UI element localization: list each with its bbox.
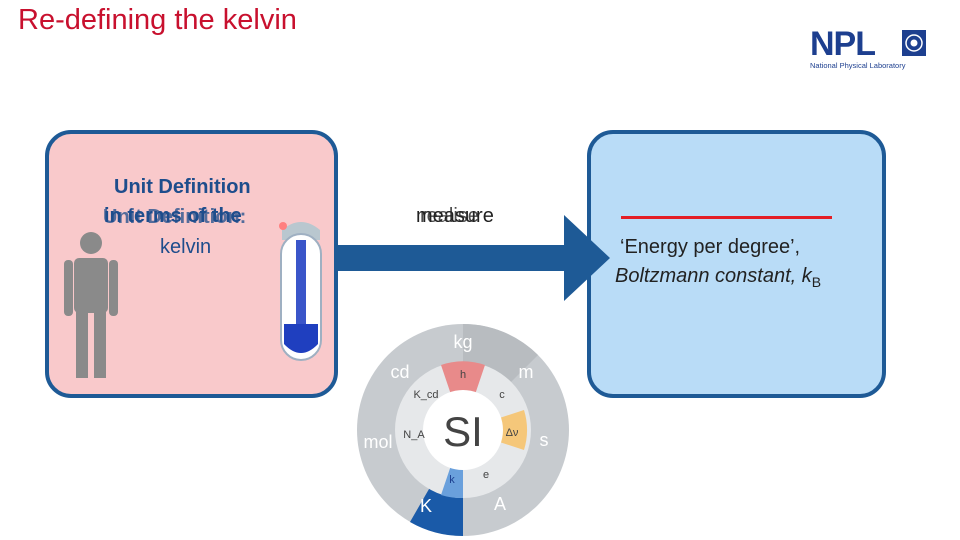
si-const-kcd: K_cd: [413, 389, 438, 401]
arrow-icon: [336, 215, 610, 301]
boltzmann-constant-text: Boltzmann constant, kB: [615, 265, 821, 290]
realise-label: realise: [420, 205, 479, 227]
si-a: A: [494, 494, 506, 514]
person-icon: [64, 232, 118, 378]
si-k-unit: K: [420, 496, 432, 516]
si-units-wheel: SI kg m s A K mol cd h c Δν e k N_A K_cd: [357, 323, 569, 537]
si-const-k: k: [449, 474, 455, 486]
si-kg: kg: [453, 332, 472, 352]
npl-logo: NPL National Physical Laboratory: [810, 25, 926, 70]
si-cd: cd: [390, 362, 409, 382]
si-const-dv: Δν: [506, 427, 519, 439]
red-divider: [621, 216, 832, 219]
si-const-c: c: [499, 389, 505, 401]
boltzmann-subscript: B: [811, 274, 822, 290]
definition-overlay: Unit Definition:: [103, 206, 247, 228]
si-const-na: N_A: [403, 429, 425, 441]
thermometer-icon: [279, 222, 322, 361]
boltzmann-text: Boltzmann constant, k: [615, 265, 812, 287]
kelvin-label: kelvin: [160, 236, 212, 258]
page-title: Re-defining the kelvin: [18, 4, 297, 36]
measure-label: measure: [416, 205, 494, 227]
si-mol: mol: [363, 432, 392, 452]
si-m: m: [519, 362, 534, 382]
logo-text: NPL: [810, 25, 875, 63]
definition-subtitle: in terms of the: [104, 205, 242, 227]
si-const-e: e: [483, 469, 489, 481]
logo-subtitle: National Physical Laboratory: [810, 61, 906, 70]
si-center-label: SI: [443, 408, 483, 455]
unit-definition-label: Unit Definition: [114, 176, 251, 198]
constant-box: [587, 130, 886, 398]
si-s: s: [540, 430, 549, 450]
si-const-h: h: [460, 369, 466, 381]
energy-per-degree-text: ‘Energy per degree’,: [620, 236, 801, 258]
